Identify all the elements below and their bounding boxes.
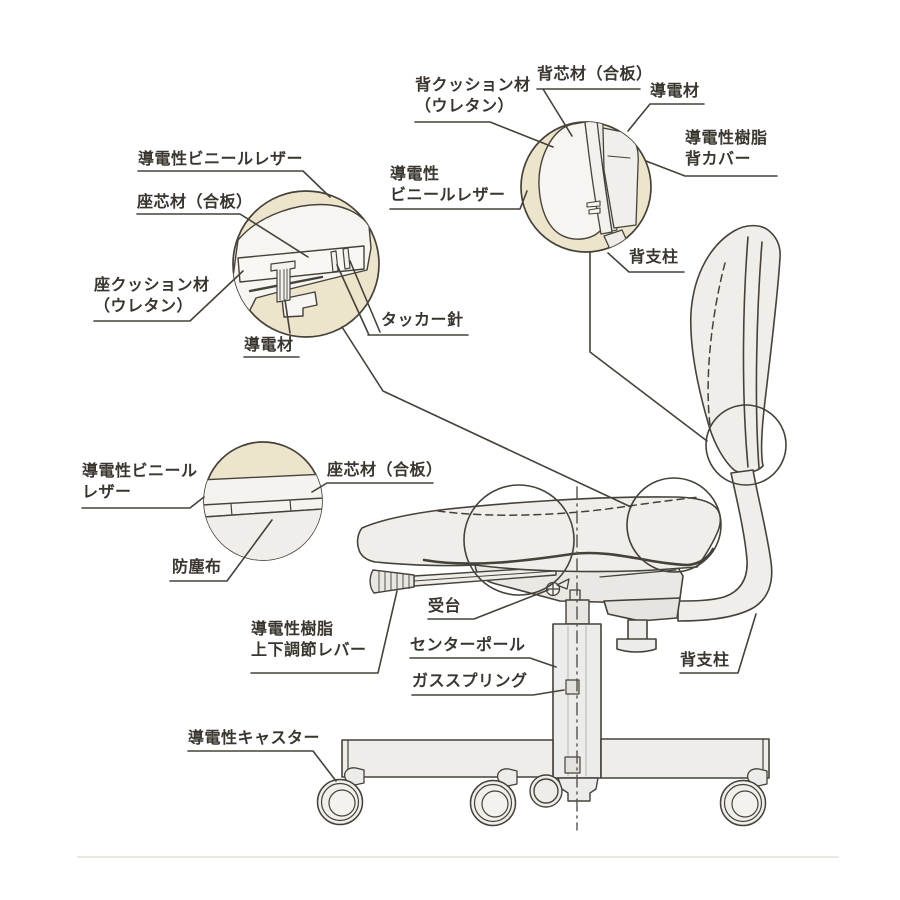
label-back-pillar-bottom: 背支柱 [680, 650, 730, 669]
label-back-pillar-top: 背支柱 [629, 247, 679, 266]
label-height-adjust-lever: 導電性樹脂 上下調節レバー [251, 619, 367, 659]
seat [356, 496, 722, 573]
layer-line-2 [204, 497, 322, 506]
seat-underside-shell [422, 547, 715, 567]
leader-seat-core-top [136, 213, 309, 258]
leader-gas-spring [411, 689, 565, 696]
leader-back-pillar-top [607, 252, 685, 273]
highlight-circle-seat [463, 484, 575, 596]
leader-lever [250, 590, 398, 674]
gas-spring-clip-lower [564, 756, 581, 774]
label-conductive-resin-back-cover: 導電性樹脂 背カバー [685, 128, 768, 168]
seat-section-step [281, 291, 318, 318]
label-dust-cloth: 防塵布 [172, 557, 222, 576]
leader-conductive-back [627, 103, 705, 132]
label-center-pole: センターポール [410, 635, 526, 654]
leader-vinyl-mid [81, 496, 205, 509]
magnifier-seat-section [232, 190, 380, 338]
connector-seat-magnifier [341, 326, 632, 508]
seat-seam-dashed-line [437, 496, 701, 516]
label-tacker-staple: タッカー針 [381, 310, 464, 329]
highlight-circle-backrest-bottom [705, 404, 787, 486]
magnifier-seat-layers [203, 441, 323, 561]
label-conductive-caster: 導電性キャスター [188, 728, 321, 747]
tension-knob [616, 619, 657, 653]
leader-conductive-seat [243, 299, 300, 358]
connector-back-magnifier [589, 251, 708, 442]
label-back-core-board: 背芯材（合板） [537, 64, 653, 83]
caster-rear [719, 768, 768, 827]
back-hooks [586, 200, 601, 215]
magnifier-back-section [520, 121, 652, 253]
label-seat-core-board-mid: 座芯材（合板） [327, 460, 443, 479]
leader-back-cover [645, 160, 778, 177]
label-seat-core-board-top: 座芯材（合板） [137, 192, 253, 211]
receiver-screw-marker [545, 578, 570, 597]
conductive-strap [270, 260, 296, 303]
gas-spring-clip-upper [565, 679, 580, 695]
label-gas-spring: ガススプリング [412, 671, 528, 690]
dust-cloth-segments [230, 499, 292, 517]
pole-foot [557, 777, 599, 802]
leader-seat-cushion [93, 270, 244, 322]
tacker-staples [330, 247, 351, 273]
leader-caster [187, 750, 337, 782]
leader-seat-core-mid [311, 482, 434, 493]
label-receiver-base: 受台 [428, 596, 462, 615]
label-seat-cushion-material: 座クッション材 （ウレタン） [94, 275, 210, 315]
label-conductive-vinyl-leather-mid: 導電性ビニール レザー [82, 461, 198, 501]
backrest [689, 224, 781, 474]
label-conductive-vinyl-leather-back: 導電性 ビニールレザー [390, 164, 506, 204]
caster-hidden [529, 774, 563, 808]
label-conductive-material-seat: 導電材 [244, 335, 294, 354]
highlight-circle-seat-rear [626, 477, 722, 573]
highlight-circles [463, 404, 787, 596]
caster-middle [469, 768, 518, 827]
leader-center-pole [409, 657, 557, 668]
caster-front [316, 767, 365, 826]
leader-back-cushion [414, 121, 554, 148]
lever-knob [369, 569, 415, 594]
label-conductive-vinyl-leather-seat: 導電性ビニールレザー [138, 149, 304, 168]
leader-vinyl-seat [137, 170, 331, 198]
leader-back-pillar-bottom [679, 613, 757, 674]
chair-side-view [316, 224, 787, 831]
label-conductive-material-back: 導電材 [650, 81, 700, 100]
leader-dust-cloth [169, 519, 273, 582]
leader-tacker [336, 260, 469, 336]
leader-receiver [427, 589, 549, 620]
leader-lines [81, 88, 778, 782]
leader-vinyl-back [389, 190, 528, 210]
leader-back-core [536, 88, 641, 137]
cushion-lower-fill [204, 509, 322, 560]
back-pillar-tube [677, 469, 773, 622]
height-lever [369, 566, 557, 594]
center-pole-assembly [552, 589, 602, 779]
label-back-cushion-material: 背クッション材 （ウレタン） [415, 75, 531, 115]
backrest-seam-dashed-line [707, 262, 726, 426]
leather-layer-line [204, 473, 322, 481]
